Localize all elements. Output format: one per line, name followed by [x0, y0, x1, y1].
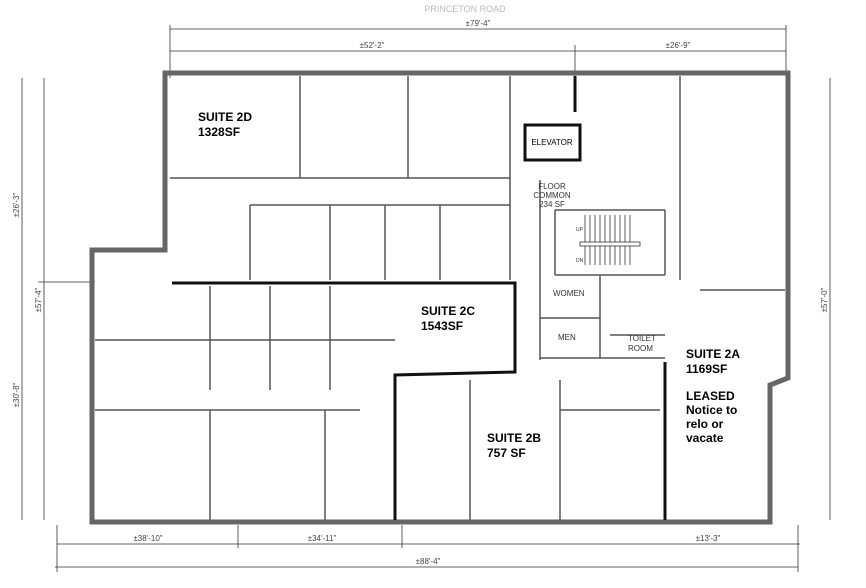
floor-common-area: 234 SF: [539, 200, 565, 209]
suite-2b-area: 757 SF: [487, 446, 526, 460]
suite-2a-note-1: Notice to: [686, 403, 737, 417]
stair-up-label: UP: [576, 227, 584, 233]
suite-2a-area: 1169SF: [686, 362, 727, 376]
elevator-label: ELEVATOR: [531, 138, 573, 147]
side-dimensions: ±26'-3" ±57'-4" ±30'-8" ±57'-0": [12, 78, 831, 520]
floor-common-label-1: FLOOR: [538, 182, 566, 191]
dim-bottom-left: ±38'-10": [133, 534, 162, 543]
dim-left-total: ±57'-4": [34, 287, 43, 312]
interior-walls: [95, 76, 785, 520]
street-label: PRINCETON ROAD: [424, 4, 506, 14]
dim-top-total: ±79'-4": [466, 19, 491, 28]
floor-common-label-2: COMMON: [533, 191, 571, 200]
toilet-room-label-1: TOILET: [628, 334, 656, 343]
suite-2a-note-3: vacate: [686, 431, 724, 445]
dim-bottom-right: ±13'-3": [696, 534, 721, 543]
dim-top-right: ±26'-9": [666, 41, 691, 50]
suite-2b-name: SUITE 2B: [487, 431, 541, 445]
suite-boundaries: [172, 76, 667, 520]
bottom-dimensions: ±38'-10" ±34'-11" ±13'-3" ±88'-4": [55, 525, 800, 572]
dim-top-left: ±52'-2": [360, 41, 385, 50]
suite-2a-status: LEASED: [686, 389, 735, 403]
dim-bottom-mid: ±34'-11": [308, 534, 337, 543]
top-dimensions: ±79'-4" ±52'-2" ±26'-9": [169, 19, 787, 78]
dim-right-total: ±57'-0": [820, 287, 829, 312]
stairs: [579, 215, 641, 265]
dim-bottom-total: ±88'-4": [416, 557, 441, 566]
suite-2d-area: 1328SF: [198, 125, 240, 139]
dim-left-lower: ±30'-8": [12, 382, 21, 407]
stair-down-label: DN: [576, 258, 584, 264]
exterior-wall: [89, 70, 791, 525]
suite-2c-name: SUITE 2C: [421, 304, 475, 318]
suite-2c-area: 1543SF: [421, 319, 463, 333]
suite-2a-note-2: relo or: [686, 417, 724, 431]
suite-2a-name: SUITE 2A: [686, 347, 740, 361]
men-restroom-label: MEN: [558, 333, 576, 342]
suite-2d-name: SUITE 2D: [198, 110, 252, 124]
elevator-shaft: [523, 123, 582, 162]
dim-left-upper: ±26'-3": [12, 192, 21, 217]
women-restroom-label: WOMEN: [553, 289, 585, 298]
toilet-room-label-2: ROOM: [628, 344, 653, 353]
